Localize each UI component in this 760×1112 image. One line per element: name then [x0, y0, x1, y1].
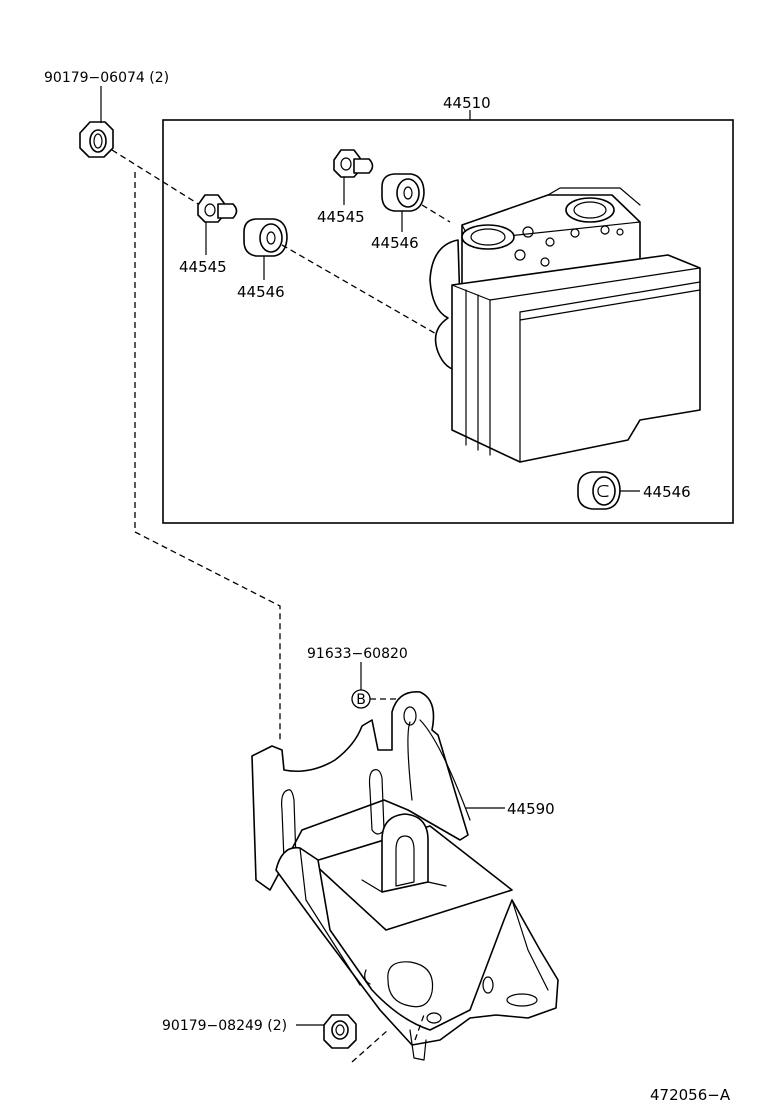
- flange-bolt-top-icon: [79, 121, 114, 158]
- bush-right-icon: [577, 471, 621, 510]
- label-bush-left: 44546: [237, 283, 285, 301]
- label-bolt-top: 90179−06074 (2): [44, 70, 169, 86]
- actuator-bracket-icon: [251, 691, 559, 1061]
- label-actuator-assy: 44510: [443, 94, 491, 112]
- label-bolt-bracket: 91633−60820: [307, 646, 408, 662]
- abs-actuator-icon: [429, 187, 701, 463]
- label-bush-center: 44546: [371, 234, 419, 252]
- bush-center-icon: [381, 173, 425, 212]
- flange-nut-bottom-icon: [323, 1014, 357, 1049]
- bush-left-icon: [243, 218, 288, 257]
- label-bolt-marker-b: B: [356, 692, 366, 708]
- illustration-code: 472056−A: [650, 1086, 731, 1104]
- actuator-assy-frame: [162, 119, 734, 524]
- label-bush-bolt-center: 44545: [317, 208, 365, 226]
- label-bracket: 44590: [507, 800, 555, 818]
- label-nut-bottom: 90179−08249 (2): [162, 1018, 287, 1034]
- label-bush-bolt-left: 44545: [179, 258, 227, 276]
- bush-bolt-center-icon: [333, 149, 374, 178]
- label-bush-right: 44546: [643, 483, 691, 501]
- bush-bolt-left-icon: [197, 194, 238, 223]
